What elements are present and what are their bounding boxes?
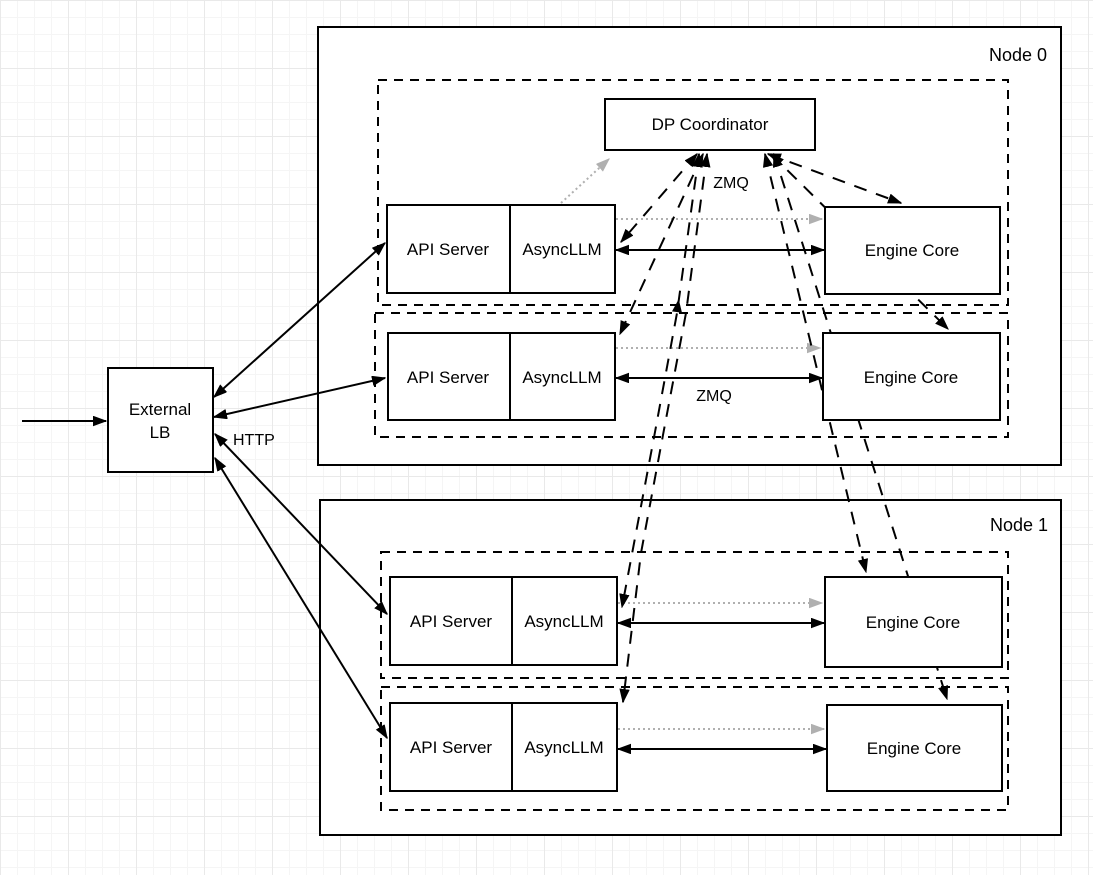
api-server-label-2: API Server	[407, 368, 490, 387]
coordinator-engine-arrow-4	[774, 154, 947, 699]
external-lb-label-line2: LB	[150, 423, 171, 442]
asyncllm-label-2: AsyncLLM	[522, 368, 601, 387]
process-boxes	[107, 98, 1003, 792]
engine-core-box-1	[824, 206, 1001, 295]
engine-core-label-4: Engine Core	[867, 739, 962, 758]
lb-api4-arrow	[214, 458, 388, 738]
lb-api2-arrow	[214, 378, 385, 417]
node1-label: Node 1	[990, 515, 1048, 535]
engine-core-label-1: Engine Core	[865, 241, 960, 260]
api-server-label-1: API Server	[407, 240, 490, 259]
api-server-label-3: API Server	[410, 612, 493, 631]
dp-coordinator-label: DP Coordinator	[652, 115, 769, 134]
process-group-containers	[374, 79, 1009, 811]
api-async-box-2	[387, 332, 616, 421]
node0-label: Node 0	[989, 45, 1047, 65]
asyncllm-label-3: AsyncLLM	[524, 612, 603, 631]
node1-group2-container	[380, 686, 1009, 811]
engine-core-box-2	[822, 332, 1001, 421]
api-async-box-3	[389, 576, 618, 666]
lb-api1-arrow	[214, 243, 385, 397]
engine-core-label-2: Engine Core	[864, 368, 959, 387]
zmq-coordinator-edge-label: ZMQ	[713, 175, 749, 192]
api-async-box-1	[386, 204, 616, 294]
external-lb-box	[107, 367, 214, 473]
http-edge-label: HTTP	[233, 432, 275, 449]
asyncllm-label-4: AsyncLLM	[524, 738, 603, 757]
asyncllm1-coordinator-dotted-arrow	[560, 159, 609, 204]
api-server-label-4: API Server	[410, 738, 493, 757]
engine-core-box-4	[826, 704, 1003, 792]
coordinator-asyncllm-dashed-arrows	[619, 154, 707, 702]
node1-group1-container	[380, 551, 1009, 679]
node0-group2-container	[374, 312, 1009, 438]
engine-core-box-3	[824, 576, 1003, 668]
coordinator-asyncllm-arrow-4	[623, 154, 707, 702]
external-lb-label-line1: External	[129, 400, 191, 419]
node0-group1-container	[377, 79, 1009, 306]
lb-http-arrows	[214, 243, 387, 738]
zmq-engine-edge-label: ZMQ	[696, 388, 732, 405]
dp-coordinator-box	[604, 98, 816, 151]
engine-core-label-3: Engine Core	[866, 613, 961, 632]
api-async-box-4	[389, 702, 618, 792]
asyncllm-label-1: AsyncLLM	[522, 240, 601, 259]
